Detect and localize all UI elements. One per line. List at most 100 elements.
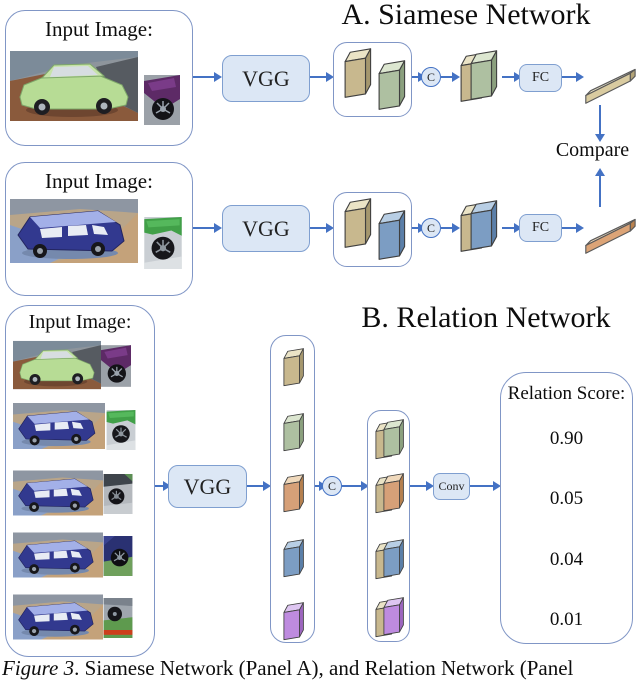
vgg-node-a2: VGG [222, 205, 310, 252]
figure-number-label: Figure 3 [2, 656, 75, 680]
pair-tan-green [372, 419, 408, 461]
feature-pair-card-a1 [333, 42, 412, 117]
conv-label: Conv [438, 479, 465, 493]
arrow-right-icon [412, 223, 426, 233]
concat-node-a2: C [421, 218, 441, 238]
pair-slab-blue [383, 539, 404, 578]
relation-score-value: 0.90 [549, 428, 584, 449]
arrow-right-icon [562, 72, 584, 82]
feature-slab-tan [344, 48, 372, 98]
concat-slab-green [470, 50, 498, 100]
feature-slab-purple [283, 602, 304, 641]
input-row-2 [6, 398, 156, 458]
embedding-bar-a2 [585, 218, 636, 254]
feature-slab-blue [378, 210, 406, 260]
pair-slab-green [383, 419, 404, 458]
relation-score-card: Relation Score: 0.90 0.05 0.04 0.01 [500, 372, 633, 644]
figure-caption: Figure 3. Siamese Network (Panel A), and… [2, 656, 638, 681]
concat-label-a2: C [426, 220, 435, 235]
pair-column-card [367, 410, 410, 642]
green-sedan-image [10, 51, 138, 121]
panel-a-title: A. Siamese Network [341, 0, 591, 31]
arrow-right-icon [310, 72, 334, 82]
feature-slab-green [283, 413, 304, 452]
blue-van-image [10, 199, 138, 263]
green-wheel-image [144, 217, 182, 269]
arrow-right-icon [562, 223, 584, 233]
feature-slab-green [378, 60, 406, 110]
green-sedan-image [13, 339, 101, 391]
input-row-5 [6, 590, 156, 648]
vgg-label-b: VGG [183, 473, 232, 499]
arrow-right-icon [315, 481, 327, 491]
fc-label-a2: FC [531, 220, 550, 235]
relation-score-value: 0.05 [549, 488, 584, 509]
input-row-1 [6, 339, 156, 395]
blue-van-image [13, 466, 103, 520]
relation-score-label: Relation Score: [507, 383, 626, 404]
input-image-label-b: Input Image: [28, 311, 132, 333]
arrow-right-icon [155, 481, 171, 491]
fc-node-a2: FC [519, 214, 562, 242]
vgg-node-b: VGG [168, 465, 247, 508]
vgg-label-a2: VGG [242, 215, 290, 241]
dark-wheel-van-image [13, 528, 103, 582]
concat-slab-blue [470, 200, 498, 250]
dark-wheel-image [103, 536, 133, 576]
green-wheel-image [105, 410, 137, 450]
arrow-right-icon [193, 72, 222, 82]
panel-b-title: B. Relation Network [361, 301, 611, 334]
figure-caption-text: . Siamese Network (Panel A), and Relatio… [74, 656, 574, 680]
fc-label-a1: FC [531, 70, 550, 85]
pair-slab-purple [383, 597, 404, 636]
feature-slab-tan [283, 348, 304, 387]
arrow-down-icon [595, 105, 605, 142]
pair-tan-blue [372, 539, 408, 581]
input-card-a2: Input Image: [5, 162, 193, 296]
feature-column-card [270, 335, 315, 643]
feature-slab-orange [283, 474, 304, 513]
fc-node-a1: FC [519, 64, 562, 92]
relation-score-value: 0.01 [549, 609, 584, 630]
concat-features-a1 [456, 50, 502, 106]
blue-van-image [13, 590, 103, 644]
input-row-3 [6, 466, 156, 524]
input-row-4 [6, 528, 156, 586]
concat-node-a1: C [421, 67, 441, 87]
pair-slab-orange [383, 473, 404, 512]
arrow-right-icon [470, 481, 501, 491]
arrow-right-icon [342, 481, 369, 491]
vgg-label-a1: VGG [242, 65, 290, 91]
input-card-a1: Input Image: [5, 10, 193, 146]
concat-label-a1: C [426, 69, 435, 84]
concat-node-b: C [322, 476, 342, 496]
arrow-right-icon [193, 223, 222, 233]
purple-wheel-image [144, 71, 180, 129]
blue-van-image [13, 398, 105, 454]
arrow-right-icon [410, 481, 434, 491]
feature-pair-card-a2 [333, 192, 412, 267]
grass-wheel-image [103, 598, 133, 638]
input-image-label-a1: Input Image: [45, 17, 153, 41]
arrow-right-icon [502, 223, 522, 233]
arrow-up-icon [595, 168, 605, 207]
arrow-right-icon [441, 223, 460, 233]
relation-score-value: 0.04 [549, 549, 584, 570]
embedding-bar-a1 [585, 68, 636, 104]
arrow-right-icon [412, 72, 426, 82]
pair-tan-purple [372, 597, 408, 639]
input-card-b: Input Image: [5, 305, 155, 657]
pair-tan-orange [372, 473, 408, 515]
arrow-right-icon [441, 72, 460, 82]
gray-wheel-image [103, 474, 133, 514]
arrow-right-icon [502, 72, 522, 82]
conv-node: Conv [433, 473, 470, 500]
concat-label-b: C [327, 478, 336, 493]
compare-label: Compare [555, 139, 630, 161]
arrow-right-icon [247, 481, 271, 491]
feature-slab-tan [344, 198, 372, 248]
vgg-node-a1: VGG [222, 55, 310, 102]
input-image-label-a2: Input Image: [45, 169, 153, 193]
arrow-right-icon [310, 223, 334, 233]
